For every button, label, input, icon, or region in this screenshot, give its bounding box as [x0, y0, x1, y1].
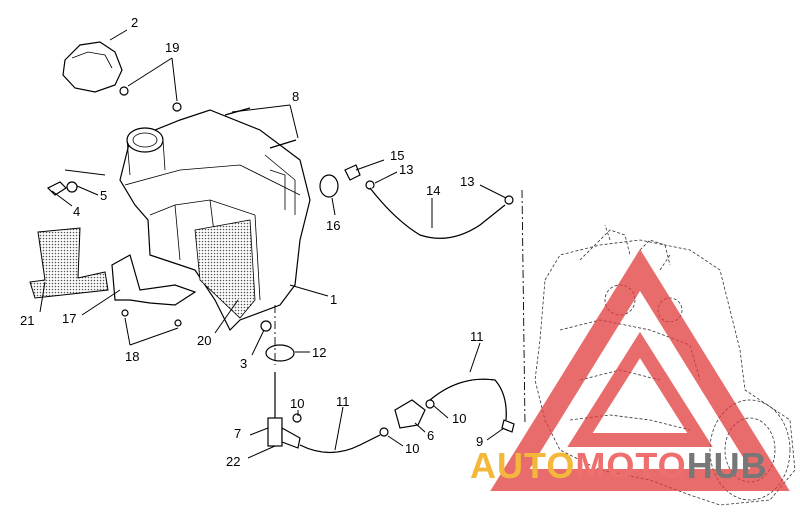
filler-cap	[62, 41, 123, 93]
callout-9: 9	[476, 434, 483, 449]
centerline	[521, 189, 526, 426]
callout-5: 5	[100, 188, 107, 203]
callout-22: 22	[226, 454, 240, 469]
oil-tank	[119, 109, 311, 332]
callout-6: 6	[427, 428, 434, 443]
callout-7: 7	[234, 426, 241, 441]
filler-neck	[126, 127, 166, 176]
tee-fitting	[267, 372, 301, 449]
logo-triangle-mark	[490, 249, 790, 491]
callout-19: 19	[165, 40, 179, 55]
callout-20: 20	[197, 333, 211, 348]
callout-11-right: 11	[470, 329, 484, 344]
callout-4: 4	[73, 204, 80, 219]
callout-1: 1	[330, 292, 337, 307]
callout-15: 16	[326, 218, 340, 233]
callout-10-left: 10	[290, 396, 304, 411]
callout-21: 21	[20, 313, 34, 328]
heat-shield	[29, 227, 109, 299]
callout-10-right: 10	[452, 411, 466, 426]
callout-11-left: 11	[336, 394, 350, 409]
callout-10-bottom: 10	[405, 441, 419, 456]
callout-labels: 2 19 8 5 4 1 17 21 18 20 3 12 16 15 13 1…	[20, 15, 484, 469]
logo-text-hub: HUB	[687, 445, 768, 486]
watermark-logo: AUTOMOTOHUB	[470, 445, 768, 486]
svg-text:AUTOMOTOHUB: AUTOMOTOHUB	[470, 445, 768, 486]
logo-text-moto: MOTO	[575, 445, 686, 486]
callout-13-upper: 13	[399, 162, 413, 177]
callout-8: 8	[292, 89, 299, 104]
fasteners	[46, 86, 514, 362]
callout-17: 17	[62, 311, 76, 326]
callout-3: 3	[240, 356, 247, 371]
callout-12: 12	[312, 345, 326, 360]
leader-lines	[39, 29, 507, 459]
logo-text-auto: AUTO	[470, 445, 575, 486]
callout-13-right: 13	[460, 174, 474, 189]
inline-filter	[394, 399, 426, 429]
lower-bracket	[111, 254, 197, 306]
callout-14: 14	[426, 183, 440, 198]
lower-hose-right	[429, 378, 507, 421]
hose-clamps	[292, 399, 515, 437]
callout-18: 18	[125, 349, 139, 364]
callout-2: 2	[131, 15, 138, 30]
callout-16: 15	[390, 148, 404, 163]
